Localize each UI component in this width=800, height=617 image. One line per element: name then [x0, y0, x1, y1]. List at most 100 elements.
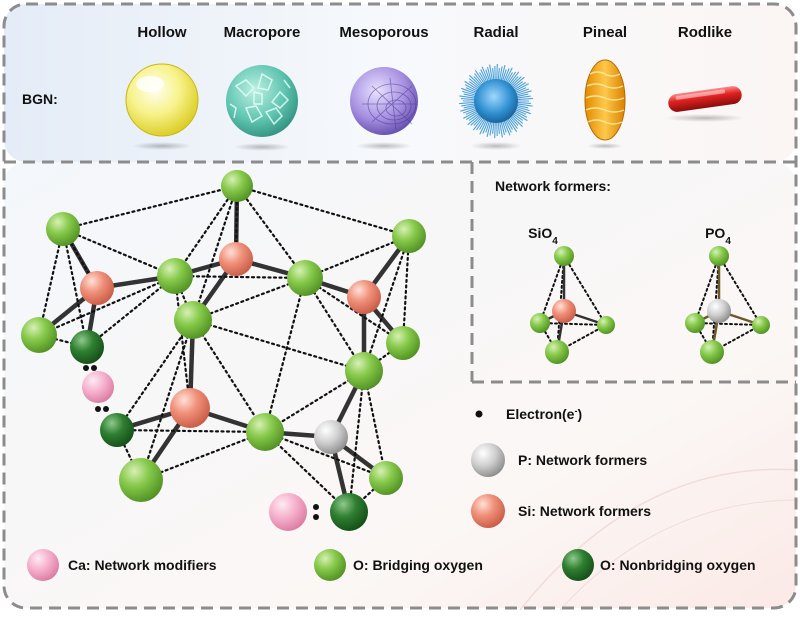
sio4-tetrahedron	[530, 246, 615, 364]
tetrahedron-edge	[401, 234, 411, 345]
nonbridging-oxygen-legend-icon	[562, 549, 594, 581]
bottom-panel-background	[4, 162, 796, 608]
macropore-sphere-icon	[226, 65, 298, 151]
bridging-oxygen-atom	[530, 313, 550, 333]
background-swoosh	[559, 499, 799, 611]
electron-dot	[91, 365, 97, 371]
tetrahedron-edge	[303, 276, 366, 373]
tetrahedron-edge	[85, 274, 177, 349]
network-atoms	[21, 170, 426, 531]
tetrahedron-edge	[191, 184, 239, 322]
legend-silicon: Si: Network formers	[518, 503, 651, 519]
sio4-label: SiO4	[528, 225, 558, 247]
bridging-oxygen-atom	[174, 301, 212, 339]
tetrahedron-edge	[115, 318, 195, 432]
tetrahedron-edge	[37, 274, 177, 337]
calcium-atom	[269, 493, 307, 531]
morphology-label-mesoporous: Mesoporous	[339, 24, 428, 41]
nonbridging-oxygen-atom	[100, 413, 134, 447]
nonbridging-oxygen-atom	[330, 493, 368, 531]
electron-dot	[95, 406, 101, 412]
morphology-label-pineal: Pineal	[583, 24, 627, 41]
radial-sphere-icon	[459, 63, 533, 150]
phosphorus-atom	[314, 420, 348, 454]
bridging-oxygen-atom	[119, 458, 163, 502]
tetrahedron-edge	[61, 227, 89, 349]
bridging-oxygen-atom	[685, 313, 705, 333]
tetrahedron-edge	[303, 276, 405, 345]
electron-dot	[103, 406, 109, 412]
bridging-oxygen-atom	[545, 340, 569, 364]
tetrahedron-edge	[263, 430, 351, 514]
electron-dot	[313, 514, 319, 520]
network-formers-title: Network formers:	[495, 178, 611, 194]
tetrahedron-edge	[191, 318, 267, 434]
po4-tetrahedron	[685, 246, 770, 364]
tetrahedron-edge	[362, 234, 411, 373]
tetrahedron-edge	[139, 430, 267, 482]
bridging-oxygen-atom	[392, 219, 426, 253]
nonbridging-oxygen-atom	[70, 330, 104, 364]
tetrahedron-edge	[539, 255, 565, 324]
bridging-oxygen-atom	[709, 246, 729, 266]
tetrahedron-edge	[173, 184, 239, 278]
tetrahedron-edge	[173, 274, 307, 280]
calcium-legend-icon	[27, 549, 59, 581]
bridging-oxygen-atom	[345, 352, 383, 390]
bridging-oxygen-atom	[597, 316, 615, 334]
bridging-oxygen-atom	[554, 246, 574, 266]
tetrahedron-edge	[347, 369, 366, 514]
bridging-oxygen-atom	[287, 260, 323, 296]
tetrahedron-edge	[263, 430, 388, 480]
tetrahedron-edge	[563, 255, 607, 326]
tetrahedron-edge	[303, 234, 411, 280]
bridging-oxygen-atom	[246, 413, 284, 451]
silicon-legend-icon	[471, 494, 505, 528]
tetrahedron-edge	[115, 428, 267, 434]
calcium-atom	[82, 371, 114, 403]
morphology-label-radial: Radial	[473, 24, 518, 41]
phosphorus-legend-icon	[471, 443, 505, 477]
electron-dot	[313, 504, 319, 510]
legend-bridging-oxygen: O: Bridging oxygen	[353, 557, 483, 573]
bridging-oxygen-legend-icon	[314, 549, 346, 581]
tetrahedron-edge	[694, 322, 762, 326]
electron-dot	[83, 365, 89, 371]
network-electron-pairs	[83, 365, 319, 520]
tetrahedron-edge	[235, 184, 411, 238]
tetrahedron-edge	[37, 227, 65, 337]
morphology-label-rodlike: Rodlike	[678, 24, 732, 41]
mesoporous-sphere-icon	[350, 67, 418, 150]
silicon-atom	[80, 271, 114, 305]
tetrahedron-edge	[191, 318, 366, 373]
legend-nonbridging-oxygen: O: Nonbridging oxygen	[600, 557, 756, 573]
silicon-atom	[347, 280, 381, 314]
bridging-oxygen-atom	[221, 170, 253, 202]
po4-label: PO4	[705, 225, 731, 247]
electron-dot-icon	[475, 410, 483, 418]
hollow-sphere-icon	[125, 63, 199, 150]
tetrahedron-edge	[263, 369, 366, 434]
legend-calcium: Ca: Network modifiers	[68, 557, 217, 573]
bridging-oxygen-atom	[21, 317, 57, 353]
pineal-particle-icon	[584, 59, 626, 149]
tetrahedron-edge	[263, 276, 307, 434]
tetrahedron-edge	[694, 255, 720, 324]
tetrahedron-edge	[61, 227, 177, 278]
silicon-atom	[170, 388, 210, 428]
bgn-row-label: BGN:	[22, 91, 58, 107]
bridging-oxygen-atom	[752, 316, 770, 334]
rodlike-particle-icon	[665, 86, 745, 122]
morphology-label-macropore: Macropore	[224, 24, 301, 41]
tetrahedron-edge	[235, 184, 307, 280]
tetrahedron-edge	[191, 276, 307, 322]
bridging-oxygen-atom	[386, 326, 420, 360]
morphology-label-hollow: Hollow	[137, 24, 186, 41]
phosphorus-atom	[707, 299, 731, 323]
tetrahedron-edge	[173, 274, 192, 410]
bridging-oxygen-atom	[700, 340, 724, 364]
bridging-oxygen-atom	[157, 258, 193, 294]
